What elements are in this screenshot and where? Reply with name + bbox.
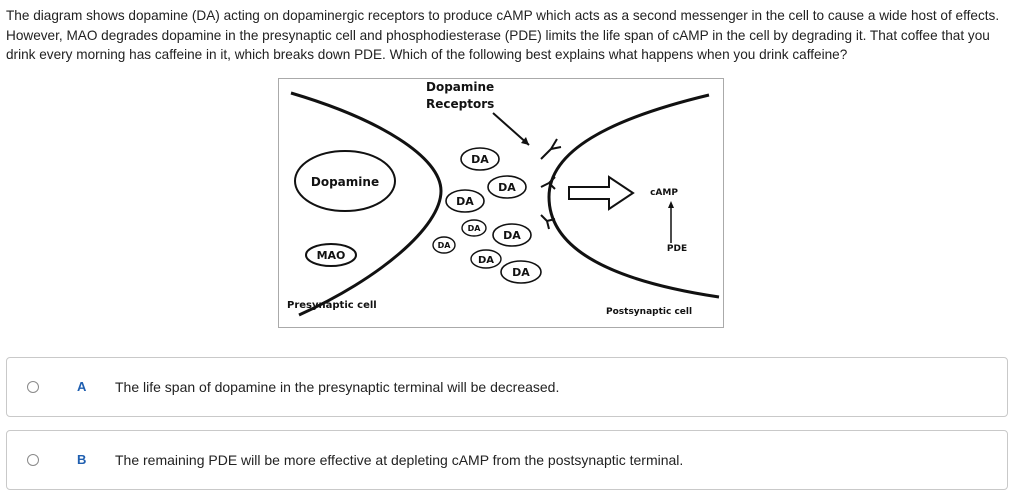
da-molecule <box>461 219 487 237</box>
dopamine-label: Dopamine <box>311 175 379 189</box>
radio-button-b[interactable] <box>27 454 39 466</box>
option-letter-a: A <box>77 379 87 394</box>
radio-button-a[interactable] <box>27 381 39 393</box>
receptors-label-line1: Dopamine <box>426 80 494 94</box>
mao-label: MAO <box>317 249 346 262</box>
receptor-3 <box>540 214 556 230</box>
da-label: DA <box>438 241 452 250</box>
receptor-pointer-arrowhead <box>521 137 529 145</box>
receptors-label-line2: Receptors <box>426 97 494 111</box>
da-molecule <box>460 147 500 171</box>
da-molecule <box>432 236 456 254</box>
synapse-svg: Dopamine Receptors Dopamine MAO DA DA DA… <box>287 80 720 317</box>
question-text: The diagram shows dopamine (DA) acting o… <box>6 8 1000 62</box>
pde-arrowhead <box>668 201 674 208</box>
postsynaptic-membrane <box>547 93 720 299</box>
da-molecule <box>487 175 527 199</box>
da-label: DA <box>512 266 530 279</box>
da-molecule <box>500 260 542 284</box>
presynaptic-label: Presynaptic cell <box>287 300 377 311</box>
presynaptic-membrane <box>290 91 443 317</box>
da-label: DA <box>456 195 474 208</box>
receptor-2 <box>540 176 556 190</box>
synapse-diagram: Dopamine Receptors Dopamine MAO DA DA DA… <box>278 78 724 328</box>
da-label: DA <box>503 229 521 242</box>
signal-arrow <box>568 175 635 211</box>
receptor-pointer-arrow <box>492 112 530 146</box>
option-text-a: The life span of dopamine in the presyna… <box>115 379 560 395</box>
camp-label: cAMP <box>650 188 678 198</box>
mao-enzyme <box>305 243 357 267</box>
da-label: DA <box>468 224 482 233</box>
postsynaptic-label: Postsynaptic cell <box>606 307 692 317</box>
receptors <box>540 138 562 230</box>
pde-label: PDE <box>667 244 687 254</box>
dopamine-vesicle <box>294 150 396 212</box>
da-label: DA <box>478 255 494 266</box>
answer-option-a[interactable]: A The life span of dopamine in the presy… <box>6 357 1008 417</box>
da-molecules: DA DA DA DA DA DA DA DA <box>432 147 542 284</box>
receptor-1 <box>540 138 562 160</box>
da-label: DA <box>498 181 516 194</box>
da-molecule <box>492 223 532 247</box>
da-molecule <box>470 249 502 269</box>
da-molecule <box>445 189 485 213</box>
answer-option-b[interactable]: B The remaining PDE will be more effecti… <box>6 430 1008 490</box>
da-label: DA <box>471 153 489 166</box>
option-text-b: The remaining PDE will be more effective… <box>115 452 684 468</box>
option-letter-b: B <box>77 452 87 467</box>
